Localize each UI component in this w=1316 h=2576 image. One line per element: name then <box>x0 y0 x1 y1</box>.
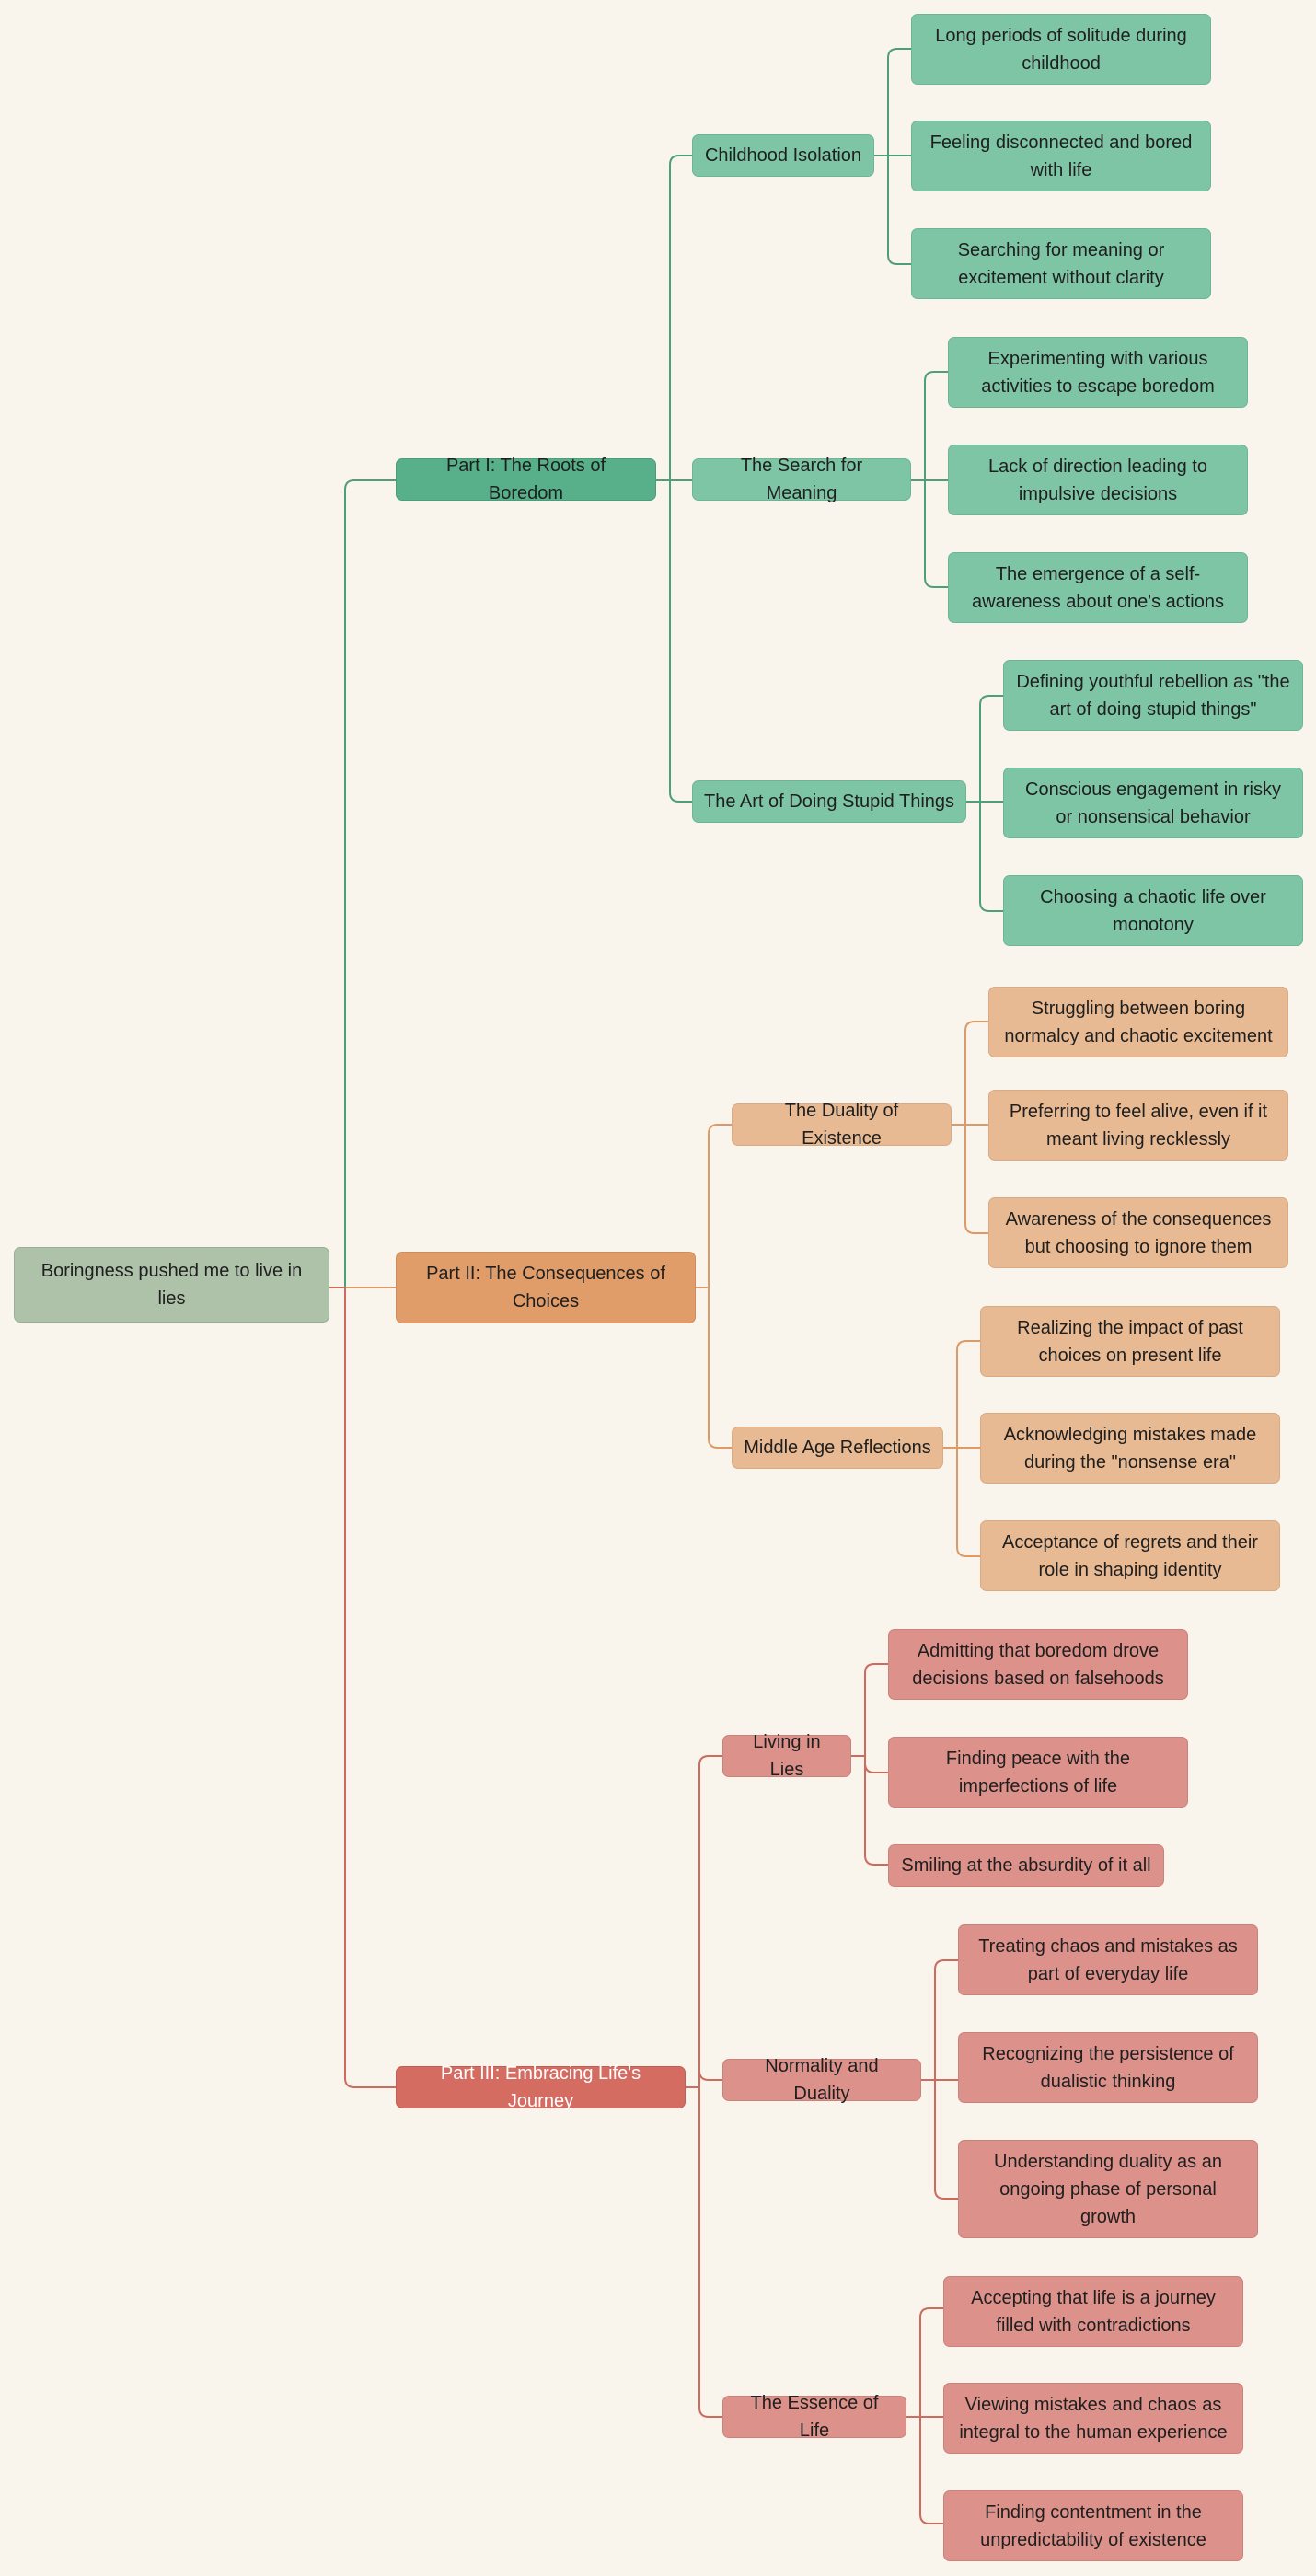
topic-search-for-meaning[interactable]: The Search for Meaning <box>692 456 911 503</box>
leaf-node[interactable]: Finding peace with the imperfections of … <box>888 1737 1188 1808</box>
leaf-node[interactable]: Experimenting with various activities to… <box>948 337 1248 408</box>
leaf-node[interactable]: Acknowledging mistakes made during the "… <box>980 1413 1280 1484</box>
leaf-node[interactable]: Feeling disconnected and bored with life <box>911 121 1211 191</box>
link-part3-topic-1 <box>698 1755 723 2088</box>
link-leaf-1-1-1 <box>887 48 912 156</box>
leaf-node[interactable]: Finding contentment in the unpredictabil… <box>943 2490 1243 2561</box>
topic-normality-and-duality[interactable]: Normality and Duality <box>722 2056 921 2104</box>
leaf-node[interactable]: Awareness of the consequences but choosi… <box>988 1197 1288 1268</box>
link-leaf-1-3-1 <box>979 695 1004 803</box>
leaf-node[interactable]: Smiling at the absurdity of it all <box>888 1844 1164 1887</box>
leaf-node[interactable]: Searching for meaning or excitement with… <box>911 228 1211 299</box>
leaf-node[interactable]: Treating chaos and mistakes as part of e… <box>958 1924 1258 1995</box>
root-node[interactable]: Boringness pushed me to live in lies <box>14 1247 329 1323</box>
link-leaf-1-3-3 <box>979 801 1004 912</box>
leaf-node[interactable]: Conscious engagement in risky or nonsens… <box>1003 768 1303 838</box>
link-leaf-2-1-1 <box>964 1021 989 1126</box>
leaf-node[interactable]: Struggling between boring normalcy and c… <box>988 987 1288 1057</box>
topic-middle-age-reflections[interactable]: Middle Age Reflections <box>732 1427 943 1469</box>
leaf-node[interactable]: Accepting that life is a journey filled … <box>943 2276 1243 2347</box>
leaf-node[interactable]: Viewing mistakes and chaos as integral t… <box>943 2383 1243 2454</box>
leaf-node[interactable]: Preferring to feel alive, even if it mea… <box>988 1090 1288 1161</box>
leaf-node[interactable]: Acceptance of regrets and their role in … <box>980 1520 1280 1591</box>
link-leaf-3-3-3 <box>919 2416 944 2524</box>
link-leaf-3-1-1 <box>864 1663 889 1757</box>
link-leaf-2-2-1 <box>956 1340 981 1449</box>
link-leaf-3-2-3 <box>934 2079 959 2200</box>
link-root-part-3 <box>344 1287 397 2088</box>
part-3-node[interactable]: Part III: Embracing Life's Journey <box>396 2063 686 2111</box>
leaf-node[interactable]: The emergence of a self-awareness about … <box>948 552 1248 623</box>
topic-childhood-isolation[interactable]: Childhood Isolation <box>692 134 874 177</box>
leaf-node[interactable]: Lack of direction leading to impulsive d… <box>948 445 1248 515</box>
leaf-node[interactable]: Admitting that boredom drove decisions b… <box>888 1629 1188 1700</box>
link-part1-topic-3 <box>669 479 693 803</box>
leaf-node[interactable]: Recognizing the persistence of dualistic… <box>958 2032 1258 2103</box>
topic-art-of-stupid-things[interactable]: The Art of Doing Stupid Things <box>692 780 966 823</box>
link-leaf-1-2-3 <box>924 479 949 588</box>
link-root-part-1 <box>344 479 397 1288</box>
link-part2-topic-1 <box>708 1124 733 1288</box>
link-leaf-1-2-1 <box>924 371 949 481</box>
link-leaf-2-2-3 <box>956 1447 981 1557</box>
link-leaf-1-1-3 <box>887 155 912 265</box>
link-part1-topic-1 <box>669 155 693 481</box>
link-leaf-2-1-3 <box>964 1124 989 1234</box>
link-leaf-3-1-2 <box>864 1755 889 1773</box>
leaf-node[interactable]: Choosing a chaotic life over monotony <box>1003 875 1303 946</box>
leaf-node[interactable]: Long periods of solitude during childhoo… <box>911 14 1211 85</box>
leaf-node[interactable]: Understanding duality as an ongoing phas… <box>958 2140 1258 2238</box>
topic-duality-of-existence[interactable]: The Duality of Existence <box>732 1101 952 1149</box>
link-part3-topic-3 <box>698 2086 723 2418</box>
link-leaf-3-3-1 <box>919 2307 944 2418</box>
part-1-node[interactable]: Part I: The Roots of Boredom <box>396 456 656 503</box>
topic-essence-of-life[interactable]: The Essence of Life <box>722 2393 906 2441</box>
link-leaf-3-1-3 <box>864 1755 889 1866</box>
link-leaf-3-2-1 <box>934 1959 959 2081</box>
link-part3-topic-2 <box>698 2070 723 2088</box>
link-part2-topic-2 <box>708 1287 733 1449</box>
part-2-node[interactable]: Part II: The Consequences of Choices <box>396 1252 696 1323</box>
leaf-node[interactable]: Defining youthful rebellion as "the art … <box>1003 660 1303 731</box>
topic-living-in-lies[interactable]: Living in Lies <box>722 1732 851 1780</box>
leaf-node[interactable]: Realizing the impact of past choices on … <box>980 1306 1280 1377</box>
